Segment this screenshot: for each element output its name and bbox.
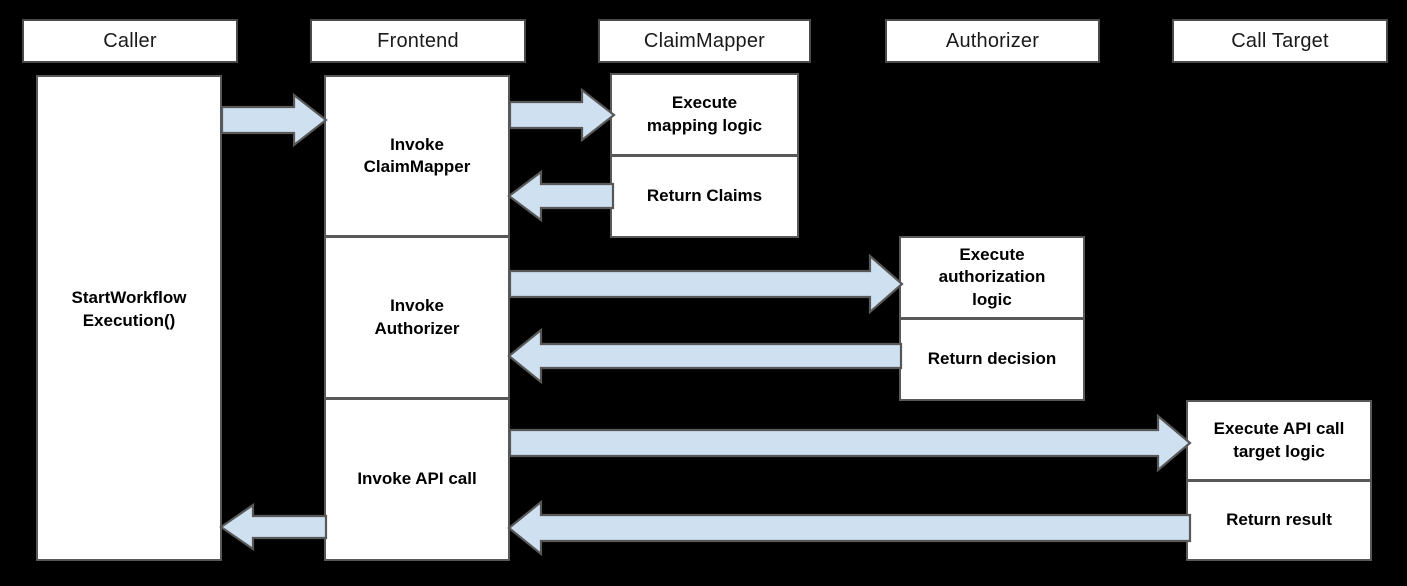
participant-label-authorizer: Authorizer — [945, 29, 1040, 52]
message-arrow-calltarget-to-frontend — [507, 499, 1192, 557]
participant-header-caller: Caller — [22, 19, 238, 63]
participant-label-claimmapper: ClaimMapper — [643, 29, 766, 52]
message-arrow-frontend-to-caller — [219, 502, 328, 552]
activation-execute-mapping-logic-line2: mapping logic — [646, 115, 763, 135]
activation-execute-api-call-target-logic-line1: Execute API call — [1213, 419, 1345, 439]
activation-invoke-authorizer-line1: Invoke — [390, 296, 444, 316]
participant-header-claimmapper: ClaimMapper — [598, 19, 811, 63]
participant-label-frontend: Frontend — [377, 29, 459, 52]
message-arrow-frontend-to-calltarget — [508, 413, 1192, 473]
message-arrow-authorizer-to-frontend — [507, 327, 903, 385]
activation-execute-authorization-logic: Execute authorization logic — [899, 236, 1085, 319]
activation-invoke-claimmapper: Invoke ClaimMapper — [324, 75, 510, 237]
message-arrow-frontend-to-authorizer — [508, 253, 904, 315]
activation-return-result-line1: Return result — [1226, 510, 1332, 530]
activation-invoke-authorizer-line2: Authorizer — [374, 318, 460, 338]
participant-label-caller: Caller — [103, 29, 157, 52]
activation-return-claims: Return Claims — [610, 155, 799, 238]
activation-invoke-api-call: Invoke API call — [324, 398, 510, 561]
activation-execute-mapping-logic-line1: Execute — [671, 93, 738, 113]
activation-return-claims-line1: Return Claims — [646, 186, 763, 206]
activation-invoke-claimmapper-line1: Invoke — [390, 134, 444, 154]
message-arrow-claimmapper-to-frontend — [507, 169, 615, 223]
activation-invoke-authorizer: Invoke Authorizer — [324, 236, 510, 399]
participant-header-calltarget: Call Target — [1172, 19, 1388, 63]
activation-execute-authorization-logic-line1: Execute — [959, 245, 1025, 265]
message-arrow-frontend-to-claimmapper — [508, 87, 616, 143]
participant-header-authorizer: Authorizer — [885, 19, 1100, 63]
activation-return-decision: Return decision — [899, 318, 1085, 401]
activation-execute-api-call-target-logic-line2: target logic — [1233, 441, 1325, 461]
activation-execute-authorization-logic-line3: logic — [972, 289, 1012, 309]
participant-label-calltarget: Call Target — [1231, 29, 1329, 52]
activation-execute-mapping-logic: Execute mapping logic — [610, 73, 799, 156]
activation-invoke-api-call-line1: Invoke API call — [357, 469, 477, 489]
activation-return-result: Return result — [1186, 480, 1372, 561]
activation-execute-authorization-logic-line2: authorization — [938, 267, 1046, 287]
activation-invoke-claimmapper-line2: ClaimMapper — [363, 157, 471, 176]
message-arrow-caller-to-frontend — [220, 92, 328, 148]
participant-header-frontend: Frontend — [310, 19, 526, 63]
lifeline-caller — [36, 75, 222, 561]
activation-return-decision-line1: Return decision — [927, 349, 1057, 369]
activation-execute-api-call-target-logic: Execute API call target logic — [1186, 400, 1372, 481]
